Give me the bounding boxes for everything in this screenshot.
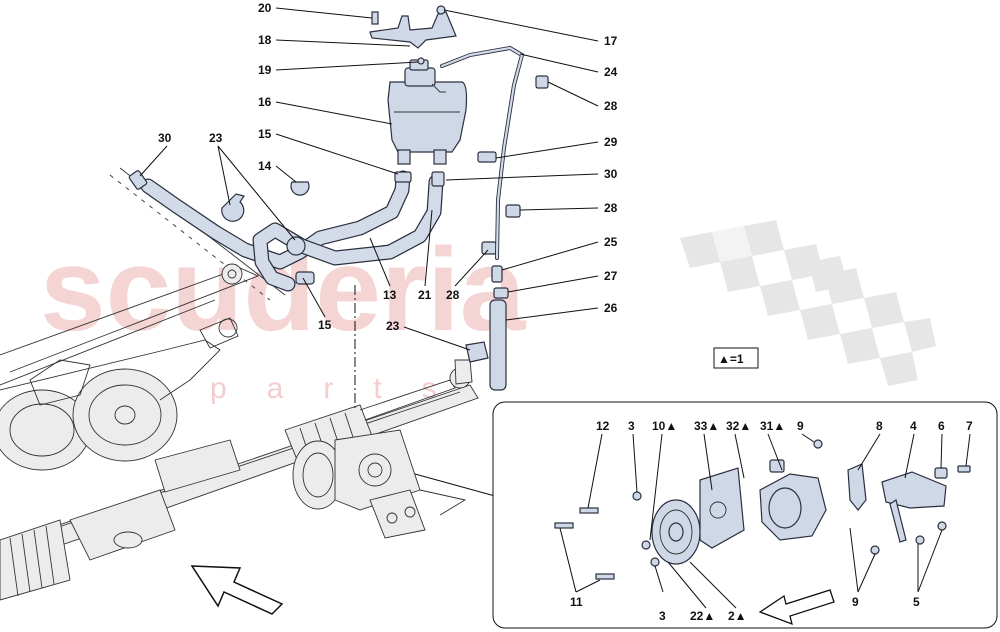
hose-clamp-30b	[431, 171, 445, 187]
callout-3-bottom: 3	[659, 609, 666, 623]
direction-arrow-inset	[758, 589, 835, 626]
callout-14: 14	[258, 159, 272, 173]
clip-29	[477, 151, 497, 163]
nut-9b	[870, 545, 880, 555]
callout-25: 25	[604, 235, 618, 249]
leader-lines-inset	[559, 433, 971, 609]
watermark-checker-flag	[680, 220, 936, 386]
hose-26	[489, 299, 507, 391]
clip-28b	[505, 204, 521, 218]
callout-23-lower: 23	[386, 319, 400, 333]
washer-10	[641, 540, 651, 550]
reservoir-16	[387, 59, 468, 165]
callout-30-right: 30	[604, 167, 618, 181]
callout-29: 29	[604, 135, 618, 149]
callout-8: 8	[876, 419, 883, 433]
nut-5a	[915, 535, 925, 545]
callout-31: 31▲	[760, 419, 785, 433]
callout-6: 6	[938, 419, 945, 433]
callout-23-upper: 23	[209, 131, 223, 145]
callout-33: 33▲	[694, 419, 719, 433]
clamp-27	[493, 287, 509, 299]
bolt-17-head	[436, 5, 446, 15]
inset-connector	[414, 473, 496, 497]
callout-15-lower: 15	[318, 318, 332, 332]
callouts-inset: 12 3 10▲ 33▲ 32▲ 31▲ 9 8 4 6 7 11 3 22▲ …	[570, 419, 973, 623]
callout-13: 13	[383, 288, 397, 302]
clip-28a	[535, 75, 549, 89]
bracket-4	[881, 471, 947, 509]
bolt-12	[579, 507, 599, 514]
callout-11: 11	[570, 595, 583, 609]
callout-32: 32▲	[726, 419, 751, 433]
callout-28-mid: 28	[446, 288, 460, 302]
callout-3-top: 3	[628, 419, 635, 433]
leader-lines-main	[139, 7, 599, 351]
callout-7: 7	[966, 419, 973, 433]
callout-26: 26	[604, 301, 618, 315]
callout-27: 27	[604, 269, 618, 283]
plate-33	[699, 467, 745, 549]
nut-19	[417, 57, 425, 65]
callout-2: 2▲	[728, 609, 747, 623]
callout-21: 21	[418, 288, 432, 302]
hose-clamp-15b	[295, 271, 315, 285]
callout-24: 24	[604, 65, 618, 79]
clip-23b-hose	[286, 236, 306, 256]
callout-20: 20	[258, 1, 272, 15]
hose-end-30	[128, 170, 148, 190]
connector-23-lower	[465, 341, 489, 363]
detail-inset-frame	[492, 401, 998, 629]
callout-4: 4	[910, 419, 917, 433]
clamp-14	[290, 181, 310, 196]
callout-9-bottom: 9	[852, 595, 859, 609]
callout-18: 18	[258, 33, 272, 47]
bolt-7	[957, 465, 971, 473]
bracket-8	[847, 463, 867, 511]
hose-clamp-15a	[394, 171, 412, 183]
clamp-23-upper	[221, 193, 245, 222]
bolt-11b	[595, 573, 615, 580]
callout-30-left: 30	[158, 131, 172, 145]
legend-box	[713, 347, 759, 369]
callout-15-upper: 15	[258, 127, 272, 141]
watermark-sub-text: parts	[210, 372, 477, 405]
callout-16: 16	[258, 95, 272, 109]
connector-25	[491, 265, 503, 283]
callout-5: 5	[913, 595, 920, 609]
inset-parts	[554, 439, 971, 580]
callouts-main: 20 18 19 16 15 14 23 30 13 21 28 15 23 1…	[158, 1, 618, 333]
callout-28-top: 28	[604, 99, 618, 113]
callout-17: 17	[604, 34, 618, 48]
bracket-17	[369, 11, 457, 49]
bolt-11a	[554, 522, 574, 529]
direction-arrow-left	[190, 565, 284, 615]
nut-9a	[813, 439, 823, 449]
callout-19: 19	[258, 63, 272, 77]
callout-9-top: 9	[797, 419, 804, 433]
callout-10: 10▲	[652, 419, 677, 433]
washer-3b	[650, 557, 660, 567]
callout-22: 22▲	[690, 609, 715, 623]
callout-12: 12	[596, 419, 610, 433]
bolt-20	[371, 11, 379, 25]
washer-3a	[632, 491, 642, 501]
spacer-6	[934, 467, 948, 479]
callout-28-right: 28	[604, 201, 618, 215]
steering-rack-assembly	[0, 167, 479, 601]
nut-5b	[937, 521, 947, 531]
legend-text: ▲=1	[718, 352, 744, 366]
breather-line-24	[440, 45, 525, 260]
clip-28c	[481, 241, 497, 255]
